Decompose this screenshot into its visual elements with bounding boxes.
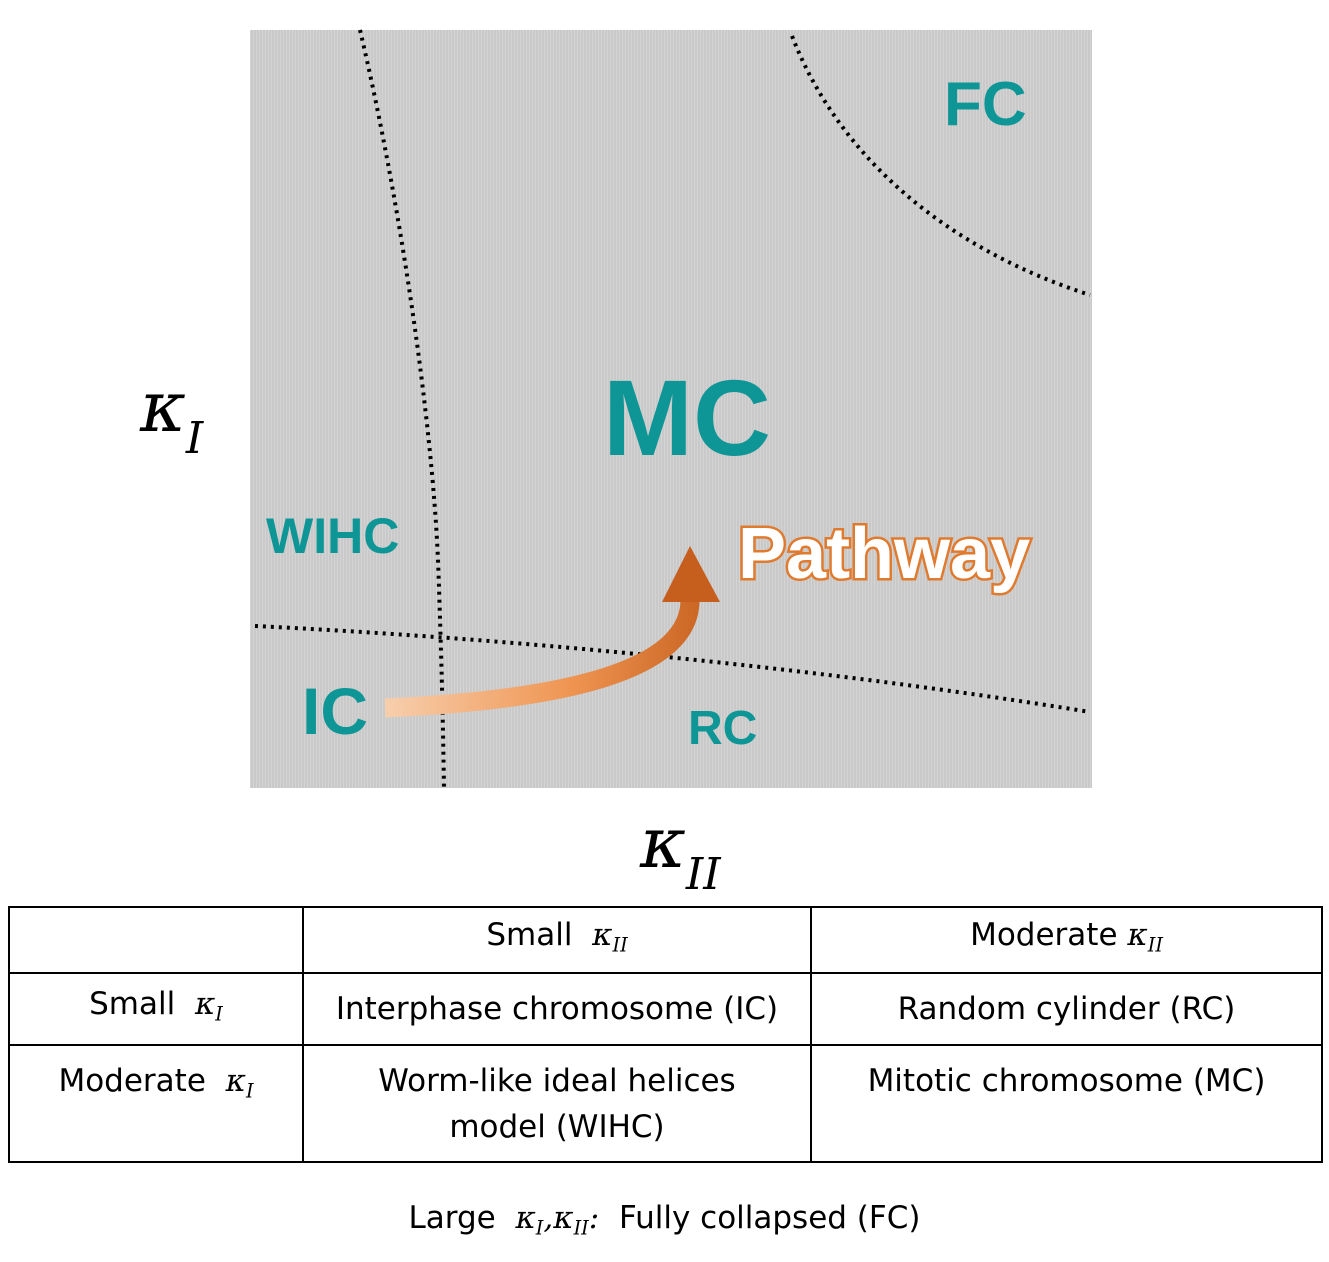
table-row: Small κI Interphase chromosome (IC) Rand… [8, 972, 1323, 1046]
pathway-arrow-head [662, 546, 720, 602]
region-label-rc: RC [688, 702, 758, 755]
phase-diagram-overlay: Pathway [254, 29, 1091, 789]
table-corner-cell [8, 906, 304, 974]
header-small-kappa-ii: Small κII [302, 906, 812, 974]
region-label-wihc: WIHC [266, 508, 400, 564]
region-label-mc: MC [603, 357, 771, 478]
phase-diagram-panel [250, 30, 1092, 788]
header-moderate-kappa-ii: Moderate κII [810, 906, 1323, 974]
row-header-small-kappa-i: Small κI [8, 972, 304, 1046]
table-row: Moderate κI Worm-like ideal helices mode… [8, 1044, 1323, 1163]
footnote: Large κI,κII: Fully collapsed (FC) [408, 1200, 921, 1240]
boundary-wihc-mc [358, 29, 446, 789]
row-header-moderate-kappa-i: Moderate κI [8, 1044, 304, 1163]
x-axis-label: κII [640, 802, 721, 900]
cell-worm-like-ideal-helices: Worm-like ideal helices model (WIHC) [302, 1044, 812, 1163]
pathway-label: Pathway [738, 514, 1030, 594]
cell-random-cylinder: Random cylinder (RC) [810, 972, 1323, 1046]
region-label-ic: IC [302, 674, 368, 748]
regime-table: Small κII Moderate κII Small κI Interpha… [8, 906, 1323, 1163]
boundary-mc-fc [790, 35, 1091, 297]
cell-interphase-chromosome: Interphase chromosome (IC) [302, 972, 812, 1046]
y-axis-label: κI [140, 366, 204, 464]
cell-mitotic-chromosome: Mitotic chromosome (MC) [810, 1044, 1323, 1163]
region-label-fc: FC [944, 70, 1027, 139]
table-header-row: Small κII Moderate κII [8, 906, 1323, 974]
pathway-arrow-shaft [384, 599, 700, 718]
